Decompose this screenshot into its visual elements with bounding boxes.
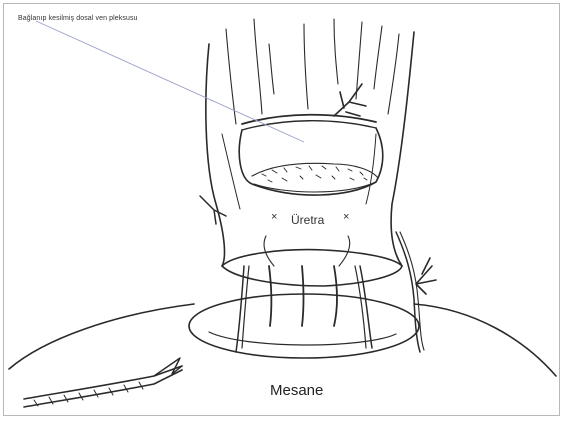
suture-3: [302, 266, 304, 326]
urethrovesical-anastomosis-illustration: [4, 4, 561, 417]
urethra-left-wall: [206, 44, 225, 266]
dorsal-vein-plexus-label: Bağlanıp kesilmiş dosal ven pleksusu: [18, 15, 138, 22]
figure-frame: Bağlanıp kesilmiş dosal ven pleksusu × Ü…: [3, 3, 560, 416]
stay-suture-right: [396, 232, 420, 352]
label-leader-line: [36, 21, 304, 142]
urethra-label: Üretra: [291, 213, 324, 227]
stay-suture-knot: [416, 258, 436, 294]
suture-mark-left: ×: [271, 211, 277, 223]
bladder-outline: [9, 304, 194, 369]
suture-mark-right: ×: [343, 211, 349, 223]
suture-4: [334, 266, 337, 326]
stay-suture-left: [200, 196, 226, 224]
ligated-plexus-cuff: [239, 128, 383, 195]
ligature-knot: [334, 84, 366, 116]
bladder-label: Mesane: [270, 382, 323, 399]
